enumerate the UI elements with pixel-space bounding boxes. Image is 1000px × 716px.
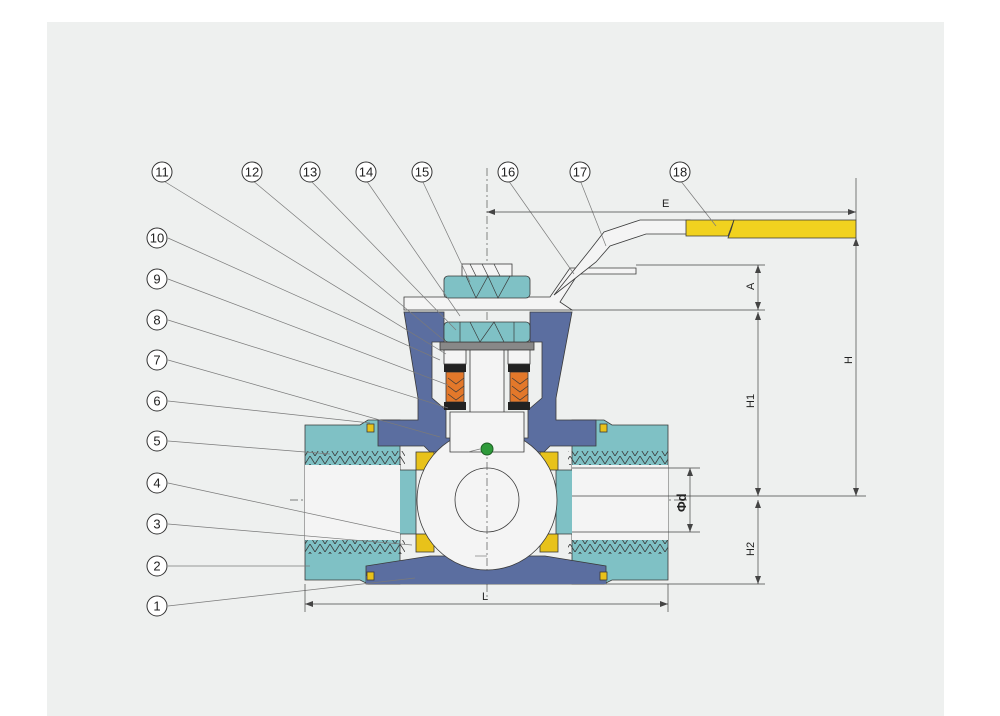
callout-16: 16 <box>497 161 519 183</box>
callouts: 1 2 3 4 5 6 7 8 9 10 11 12 13 14 15 16 1… <box>146 161 691 617</box>
svg-text:11: 11 <box>155 165 169 180</box>
callout-15: 15 <box>411 161 433 183</box>
svg-text:13: 13 <box>303 165 317 180</box>
stem <box>449 335 525 456</box>
callout-12: 12 <box>241 161 263 183</box>
leader-lines <box>161 179 717 607</box>
callout-14: 14 <box>355 161 377 183</box>
dim-label-e: E <box>662 198 669 210</box>
svg-text:3: 3 <box>153 517 160 532</box>
svg-text:9: 9 <box>153 272 160 287</box>
dim-label-d: Φd <box>674 493 689 512</box>
dim-label-h1: H1 <box>745 394 757 408</box>
body-seals <box>366 423 608 581</box>
svg-text:12: 12 <box>245 165 259 180</box>
callout-11: 11 <box>151 161 173 183</box>
lower-nut <box>443 321 531 343</box>
svg-text:5: 5 <box>153 434 160 449</box>
dim-label-h: H <box>843 356 855 364</box>
callout-7: 7 <box>146 349 168 371</box>
dimension-lines <box>304 178 866 612</box>
svg-text:7: 7 <box>153 353 160 368</box>
callout-9: 9 <box>146 268 168 290</box>
svg-text:1: 1 <box>153 599 160 614</box>
gland <box>439 341 535 365</box>
stem-packing <box>444 364 530 410</box>
svg-text:18: 18 <box>673 165 687 180</box>
callout-5: 5 <box>146 430 168 452</box>
ball <box>416 429 558 571</box>
callout-13: 13 <box>299 161 321 183</box>
upper-nut <box>443 263 531 299</box>
svg-text:17: 17 <box>573 165 587 180</box>
svg-text:15: 15 <box>415 165 429 180</box>
svg-text:6: 6 <box>153 394 160 409</box>
svg-text:8: 8 <box>153 313 160 328</box>
callout-1: 1 <box>146 595 168 617</box>
svg-text:10: 10 <box>150 231 164 246</box>
callout-4: 4 <box>146 472 168 494</box>
callout-8: 8 <box>146 309 168 331</box>
svg-text:4: 4 <box>153 476 160 491</box>
callout-17: 17 <box>569 161 591 183</box>
callout-18: 18 <box>669 161 691 183</box>
dim-label-l: L <box>482 591 488 603</box>
svg-text:14: 14 <box>359 165 373 180</box>
callout-6: 6 <box>146 390 168 412</box>
handle <box>403 219 857 311</box>
svg-text:2: 2 <box>153 559 160 574</box>
svg-text:16: 16 <box>501 165 515 180</box>
dim-label-a: A <box>745 282 757 290</box>
dim-label-h2: H2 <box>745 542 757 556</box>
right-end-cap <box>555 419 669 585</box>
callout-3: 3 <box>146 513 168 535</box>
callout-2: 2 <box>146 555 168 577</box>
callout-10: 10 <box>146 227 168 249</box>
